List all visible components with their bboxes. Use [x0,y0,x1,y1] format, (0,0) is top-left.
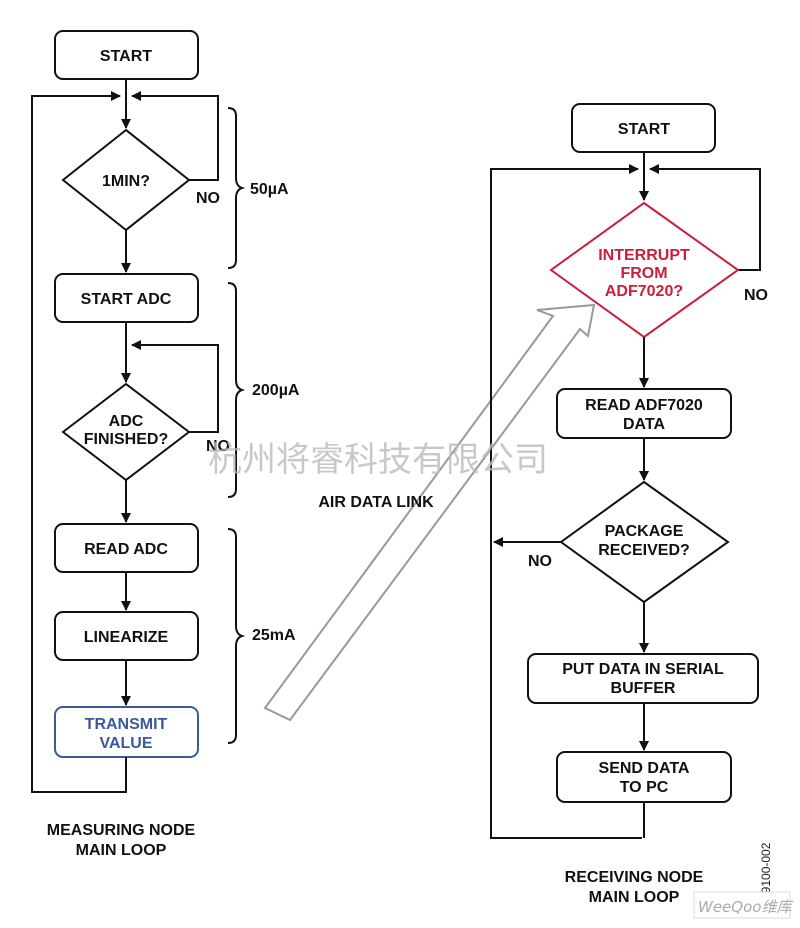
measuring-title: MEASURING NODE [47,822,196,839]
adc-finished-label: ADC [109,413,144,430]
linearize-label: LINEARIZE [84,629,169,646]
brace-50ua [227,107,246,269]
transmit-label: TRANSMIT [85,716,168,733]
put-data-label: BUFFER [611,680,676,697]
no-loop-line [649,164,761,271]
brace-200ua [227,282,246,498]
no-label: NO [206,438,230,455]
loop-back-line [490,164,642,839]
package-label: PACKAGE [605,523,684,540]
start-adc-label: START ADC [81,291,172,308]
current-200ua: 200µA [252,382,300,399]
min-check-label: 1MIN? [102,173,150,190]
read-adf-label: READ ADF7020 [585,397,703,414]
figure-id: 09100-002 [759,842,773,900]
transmit-label: VALUE [99,735,152,752]
watermark-text: 杭州将睿科技有限公司 [208,440,548,480]
adc-finished-label: FINISHED? [84,431,168,448]
air-data-link-label: AIR DATA LINK [318,494,434,511]
receiving-start-label: START [618,121,670,138]
receiving-title: MAIN LOOP [589,889,680,906]
no-label: NO [196,190,220,207]
measuring-start-label: START [100,48,152,65]
read-adc-label: READ ADC [84,541,168,558]
send-data-label: TO PC [620,779,669,796]
no-label: NO [744,287,768,304]
put-data-label: PUT DATA IN SERIAL [562,661,724,678]
receiving-title: RECEIVING NODE [565,869,704,886]
send-data-label: SEND DATA [599,760,690,777]
no-loop-line [131,340,219,433]
air-data-link-arrow [263,303,596,722]
badge-box [693,891,791,919]
interrupt-label: FROM [620,265,667,282]
loop-back-line [31,757,127,793]
badge-text: WeeQoo维库 [698,898,794,916]
brace-25ma [227,528,246,744]
interrupt-label: ADF7020? [605,283,683,300]
loop-back-line [31,91,121,785]
measuring-title: MAIN LOOP [76,842,167,859]
current-25ma: 25mA [252,627,296,644]
read-adf-label: DATA [623,416,666,433]
interrupt-label: INTERRUPT [598,247,690,264]
current-50ua: 50µA [250,181,289,198]
package-label: RECEIVED? [598,542,690,559]
no-loop-line [131,91,219,181]
no-label: NO [528,553,552,570]
